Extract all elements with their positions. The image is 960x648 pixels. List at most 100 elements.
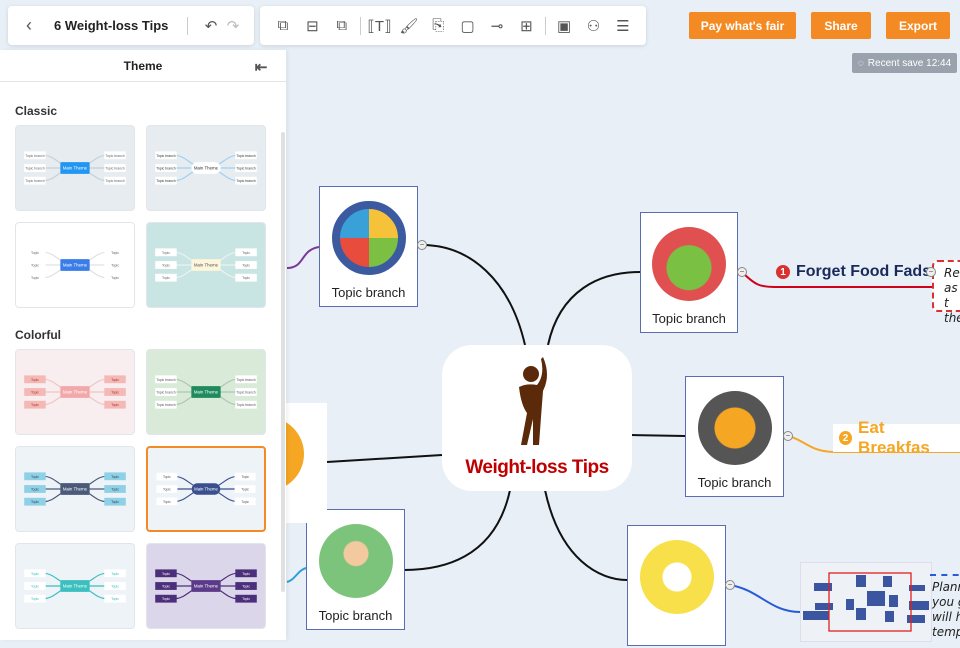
clipboard-plan-icon <box>639 540 714 614</box>
note-box[interactable]: Ref as t the <box>932 260 960 325</box>
preview-node <box>155 594 177 603</box>
add-subtopic-icon[interactable]: ⊟ <box>306 17 319 35</box>
preview-node-label: Topic <box>162 263 170 267</box>
connector-line <box>286 567 307 583</box>
note-box[interactable]: Plann you g will h temp <box>930 574 960 644</box>
subtopic-label: Eat Breakfas <box>858 418 930 457</box>
preview-node <box>235 569 257 578</box>
preview-main <box>60 580 90 592</box>
chevron-left-icon[interactable]: ‹ <box>26 15 32 35</box>
preview-node <box>234 497 256 506</box>
redo-icon[interactable]: ↷ <box>226 17 240 35</box>
topic-node[interactable]: Topic branch <box>685 376 784 497</box>
preview-node <box>24 388 46 396</box>
theme-panel-header: Theme ⇤ <box>0 50 286 82</box>
topic-node[interactable]: Topic branch <box>306 509 405 630</box>
preview-node <box>155 164 177 172</box>
preview-node-label: Topic branch <box>156 378 175 382</box>
preview-node-label: Topic <box>111 475 119 479</box>
divider <box>187 16 188 35</box>
scrollbar[interactable] <box>281 132 285 592</box>
preview-node-label: Topic branch <box>156 390 175 394</box>
preview-main <box>60 386 90 398</box>
topic-label: Topic branch <box>652 311 726 326</box>
connector-line <box>286 246 320 269</box>
connector-line <box>630 434 686 437</box>
preview-node-label: Topic <box>111 263 119 267</box>
preview-node-label: Topic branch <box>25 154 44 158</box>
add-topic-icon[interactable]: ⧉ <box>277 17 289 34</box>
preview-node <box>104 375 126 384</box>
collapse-panel-icon[interactable]: ⇤ <box>254 59 268 76</box>
preview-node <box>24 261 46 269</box>
export-button[interactable]: Export <box>886 12 950 39</box>
add-floating-topic-icon[interactable]: ⧉ <box>336 17 348 34</box>
note-line: you g <box>932 595 960 609</box>
exercising-man-icon <box>318 524 393 598</box>
preview-node <box>104 388 126 396</box>
undo-icon[interactable]: ↶ <box>204 17 218 35</box>
preview-node-label: Topic <box>163 487 171 491</box>
boundary-icon[interactable]: ▢ <box>460 17 475 35</box>
collaborate-icon[interactable]: ⚇ <box>586 17 601 35</box>
preview-node-label: Topic <box>242 584 250 588</box>
preview-node <box>235 400 257 409</box>
preview-main <box>191 386 221 398</box>
preview-node-label: Topic <box>31 597 39 601</box>
preview-node <box>24 485 46 493</box>
preview-node-label: Topic <box>31 487 39 491</box>
preview-node-label: Topic <box>242 251 250 255</box>
collapse-toggle[interactable]: − <box>417 240 427 250</box>
collapse-toggle[interactable]: − <box>783 431 793 441</box>
subtopic-eat-breakfast[interactable]: 2 Eat Breakfas <box>833 418 960 457</box>
mindmap-image-node[interactable] <box>800 562 932 642</box>
preview-node <box>104 497 126 506</box>
connector-line <box>403 489 511 571</box>
document-title[interactable]: 6 Weight-loss Tips <box>54 18 169 33</box>
topic-label: Topic branch <box>318 608 393 623</box>
format-painter-icon[interactable]: 🖌 <box>399 17 419 35</box>
preview-main-label: Main Theme <box>63 165 88 170</box>
history-icon[interactable]: ☰ <box>616 17 630 35</box>
mindmap-thumbnail-image <box>803 572 929 632</box>
preview-node-label: Topic <box>111 584 119 588</box>
preview-node-label: Topic <box>111 378 119 382</box>
topic-node[interactable]: Topic branch <box>640 212 738 333</box>
share-button[interactable]: Share <box>811 12 871 39</box>
topic-node[interactable] <box>627 525 726 646</box>
preview-node-label: Topic branch <box>236 390 255 394</box>
preview-node <box>235 248 257 257</box>
collapse-toggle[interactable]: − <box>737 267 747 277</box>
preview-node-label: Topic branch <box>236 154 255 158</box>
collapse-toggle[interactable]: − <box>725 580 735 590</box>
preview-node-label: Topic <box>31 263 39 267</box>
priority-2-icon: 2 <box>839 431 853 445</box>
collapse-toggle[interactable]: − <box>926 267 936 277</box>
preview-node-label: Topic branch <box>156 403 175 407</box>
preview-node <box>155 375 177 384</box>
text-icon[interactable]: ⟦T⟧ <box>367 17 392 35</box>
pay-whats-fair-button[interactable]: Pay what's fair <box>689 12 796 39</box>
layout-icon[interactable]: ⊞ <box>520 17 533 35</box>
attachment-icon[interactable]: ⎘ <box>432 17 445 34</box>
relationship-icon[interactable]: ⊸ <box>490 17 504 35</box>
preview-node <box>235 375 257 384</box>
save-icon[interactable]: ▣ <box>557 17 572 35</box>
subtopic-forget-food-fads[interactable]: 1 Forget Food Fads <box>776 263 931 281</box>
central-topic[interactable]: Weight-loss Tips <box>442 345 632 491</box>
topic-node[interactable]: Topic branch <box>319 186 418 307</box>
